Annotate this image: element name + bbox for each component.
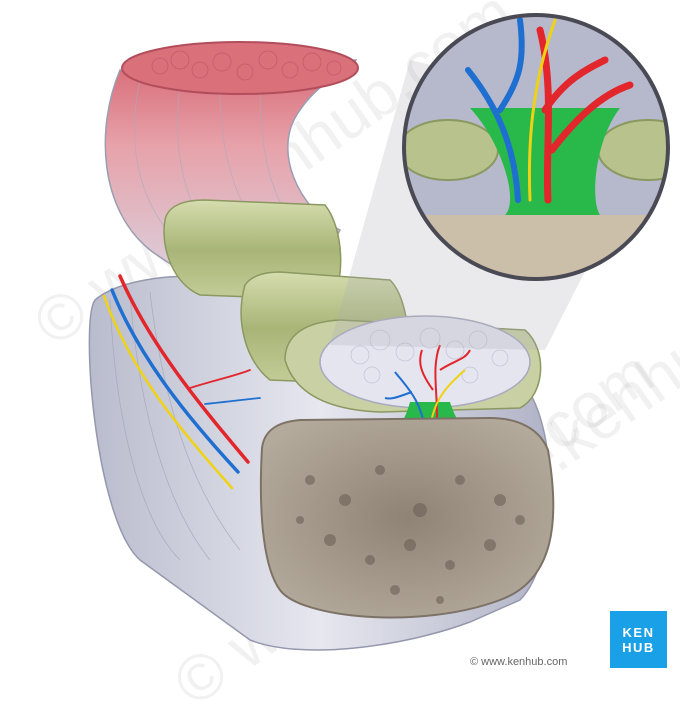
- kenhub-logo: KEN HUB: [610, 611, 667, 668]
- tendon-illustration: [88, 13, 670, 651]
- muscle-fascicles: [151, 50, 342, 81]
- tendon-fascicles: [350, 327, 509, 384]
- side-vessels: [102, 274, 261, 490]
- muscle-cross-section: [121, 41, 359, 95]
- tube-fibers: [109, 291, 241, 561]
- inset-rim: [402, 13, 670, 281]
- bone-cross-section: [259, 416, 555, 619]
- trabecular-texture: [296, 465, 525, 604]
- site-url: © www.kenhub.com: [470, 656, 568, 668]
- logo-line-1: KEN: [622, 624, 655, 640]
- logo-line-2: HUB: [622, 639, 655, 655]
